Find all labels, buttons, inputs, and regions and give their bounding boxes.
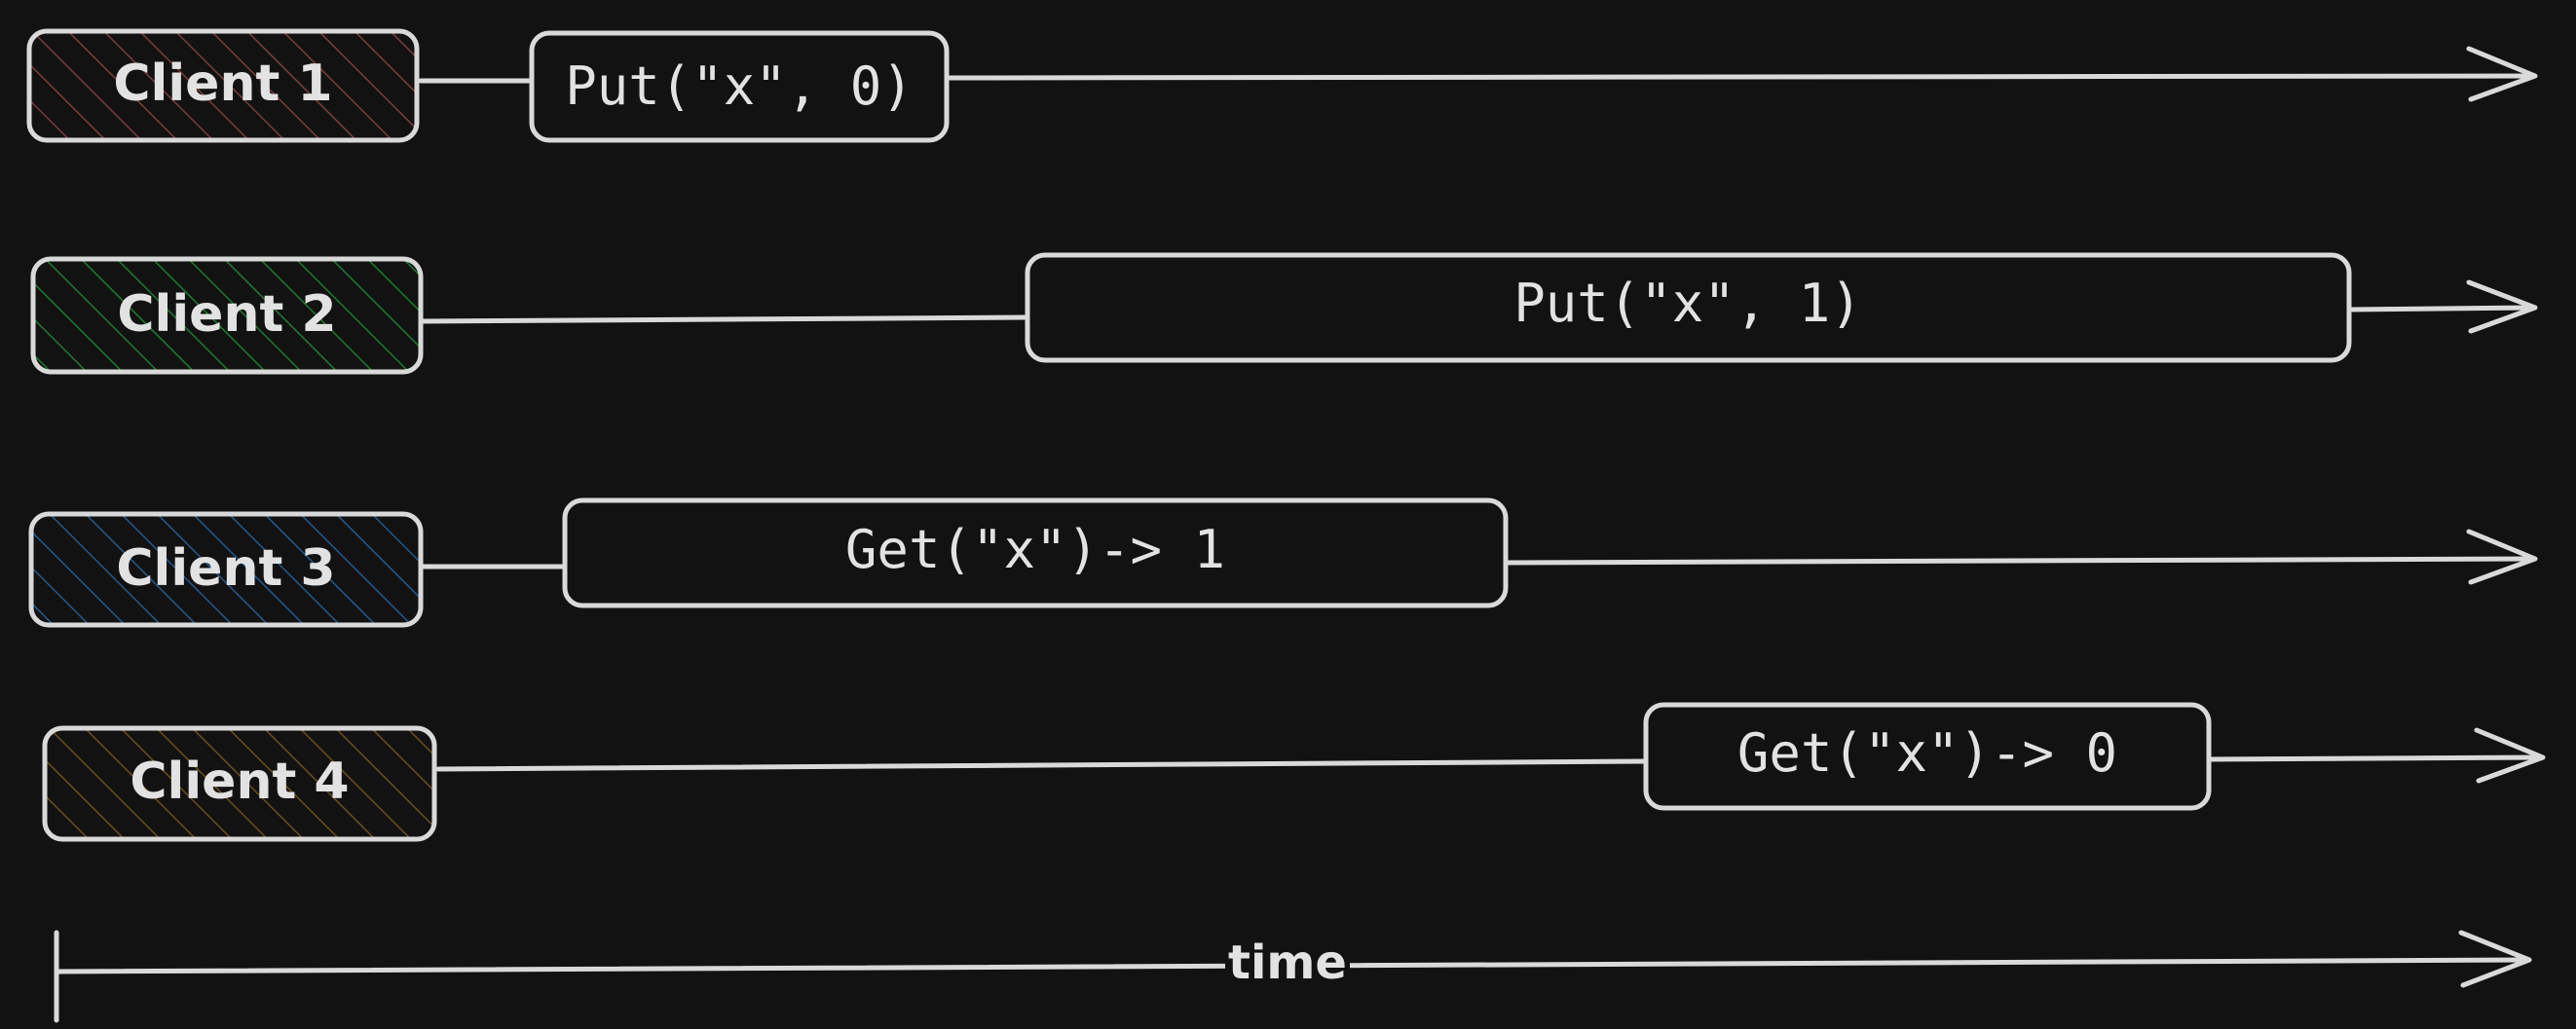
time-axis-arrowhead: [2458, 930, 2532, 988]
client-4-timeline: [435, 758, 1649, 772]
client-4-operation-box[interactable]: [1643, 702, 2212, 811]
client-3-box[interactable]: [28, 511, 424, 628]
client-4-box-fill: [45, 728, 434, 839]
client-1-box[interactable]: [26, 28, 420, 143]
client-3-arrowhead: [2466, 529, 2538, 585]
client-4-label: Client 4: [130, 753, 349, 811]
client-2-timeline-tail: [2346, 305, 2535, 312]
client-4-operation: Get("x")-> 0: [1737, 722, 2117, 784]
client-2-timeline: [420, 314, 1030, 324]
client-4-row: Client 4 Get("x")-> 0: [42, 702, 2546, 842]
client-2-operation: Put("x", 1): [1513, 273, 1862, 334]
client-2-box[interactable]: [30, 256, 424, 375]
client-4-timeline-tail: [2206, 754, 2543, 762]
time-axis-label: time: [1228, 936, 1347, 990]
client-4-box[interactable]: [42, 725, 437, 842]
client-1-arrowhead: [2466, 46, 2538, 102]
client-1-row: Client 1 Put("x", 0): [26, 28, 2538, 143]
time-axis: time: [54, 925, 2532, 1023]
client-3-row: Client 3 Get("x")-> 1: [28, 497, 2538, 628]
client-2-row: Client 2 Put("x", 1): [30, 252, 2538, 375]
client-1-operation: Put("x", 0): [565, 55, 914, 117]
client-2-label: Client 2: [117, 285, 336, 344]
client-3-box-fill: [31, 514, 421, 625]
client-3-label: Client 3: [116, 539, 335, 598]
client-2-operation-box[interactable]: [1025, 252, 2352, 363]
client-3-operation-box[interactable]: [562, 497, 1509, 608]
client-4-arrowhead: [2474, 727, 2546, 784]
time-axis-label-background: [1225, 925, 1350, 993]
client-3-operation: Get("x")-> 1: [845, 519, 1225, 580]
client-1-timeline-tail: [944, 73, 2535, 81]
client-3-timeline-tail: [1503, 556, 2535, 566]
client-1-box-fill: [29, 31, 417, 140]
client-2-box-fill: [33, 259, 421, 372]
client-1-label: Client 1: [113, 55, 332, 113]
client-1-operation-box[interactable]: [529, 30, 950, 143]
client-2-arrowhead: [2466, 279, 2538, 334]
